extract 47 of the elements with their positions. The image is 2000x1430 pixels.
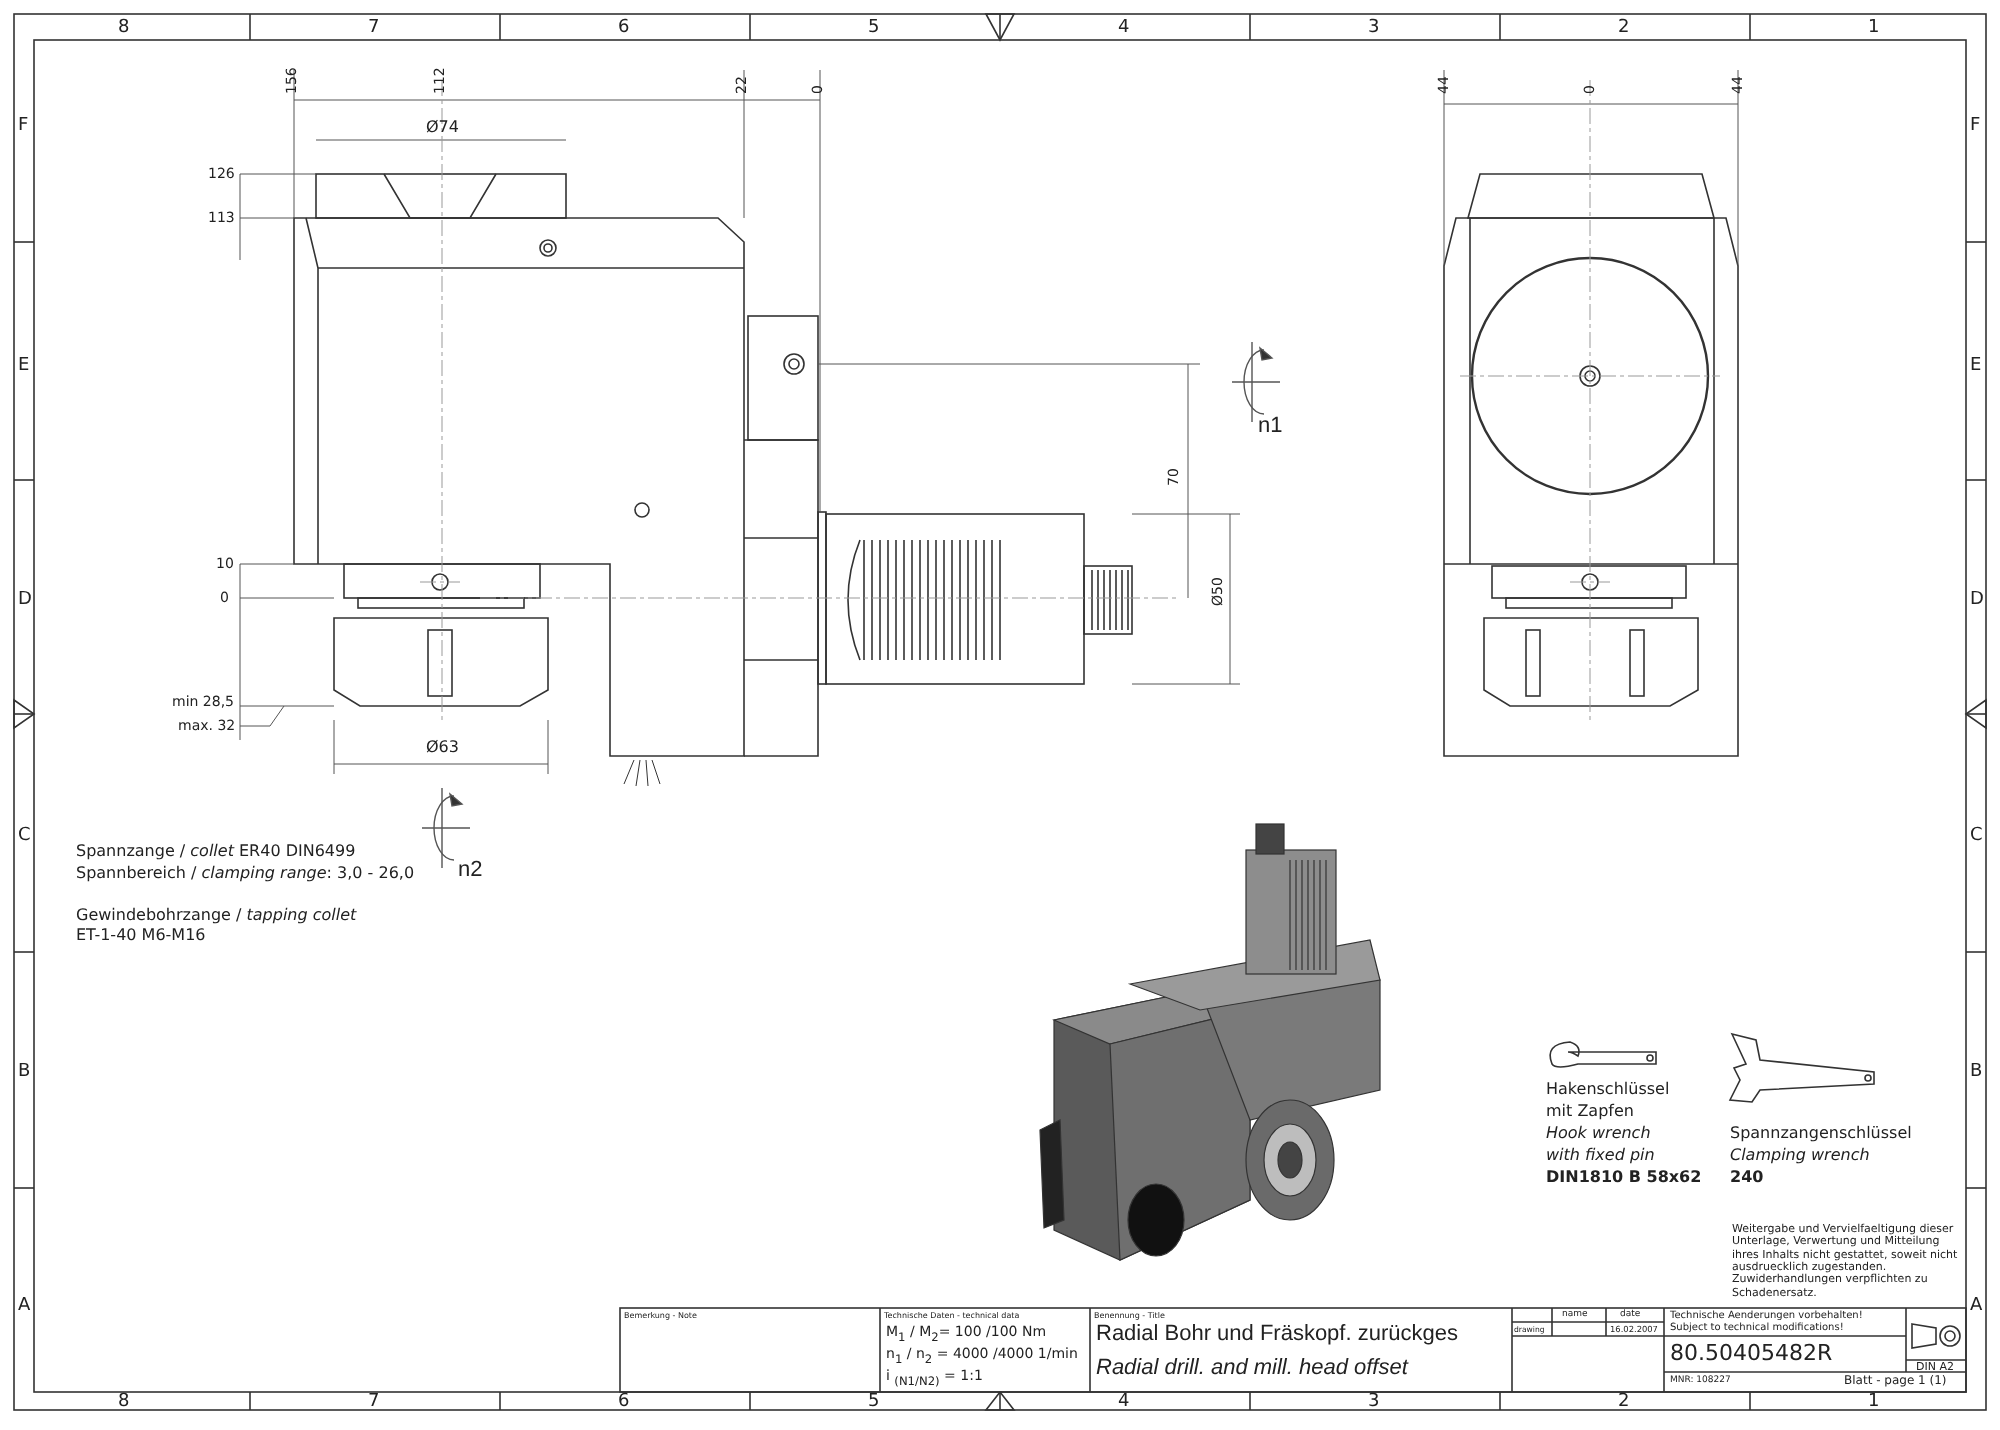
zone-letter: F [1970, 118, 1981, 136]
wrench-name: Clamping wrench [1730, 1148, 1870, 1164]
zone-letter: B [18, 1064, 31, 1082]
speed-label: n2 [458, 860, 483, 882]
zone-number: 7 [368, 1394, 380, 1412]
drawing-title: Radial Bohr und Fräskopf. zurückges [1096, 1324, 1458, 1346]
drawing-title: Radial drill. and mill. head offset [1096, 1358, 1408, 1380]
wrench-name: with fixed pin [1546, 1148, 1655, 1164]
wrench-name: mit Zapfen [1546, 1104, 1634, 1120]
zone-number: 6 [618, 20, 630, 38]
wrench-name: Spannzangenschlüssel [1730, 1126, 1912, 1142]
wrench-spec: DIN1810 B 58x62 [1546, 1170, 1702, 1186]
zone-letter: F [18, 118, 29, 136]
zone-letter: E [1970, 358, 1982, 376]
zone-letter: B [1970, 1064, 1983, 1082]
zone-letter: C [18, 828, 31, 846]
wrench-name: Hakenschlüssel [1546, 1082, 1670, 1098]
note-text: ET-1-40 M6-M16 [76, 928, 206, 944]
zone-number: 2 [1618, 20, 1630, 38]
dimension-value: Ø63 [426, 740, 459, 756]
zone-number: 3 [1368, 20, 1380, 38]
wrench-name: Hook wrench [1546, 1126, 1651, 1142]
zone-number: 5 [868, 20, 880, 38]
zone-number: 5 [868, 1394, 880, 1412]
zone-letter: A [1970, 1298, 1983, 1316]
note-text: Spannbereich / clamping range: 3,0 - 26,0 [76, 866, 415, 882]
zone-number: 3 [1368, 1394, 1380, 1412]
zone-letter: E [18, 358, 30, 376]
zone-number: 2 [1618, 1394, 1630, 1412]
drawing-number: 80.50405482R [1670, 1342, 1833, 1364]
zone-number: 8 [118, 1394, 130, 1412]
zone-number: 4 [1118, 20, 1130, 38]
zone-letter: A [18, 1298, 31, 1316]
zone-letter: D [1970, 592, 1984, 610]
dimension-value: Ø74 [426, 120, 459, 136]
zone-letter: C [1970, 828, 1983, 846]
zone-number: 7 [368, 20, 380, 38]
zone-number: 1 [1868, 1394, 1880, 1412]
zone-number: 6 [618, 1394, 630, 1412]
note-text: Spannzange / collet ER40 DIN6499 [76, 844, 356, 860]
zone-letter: D [18, 592, 32, 610]
note-text: Gewindebohrzange / tapping collet [76, 908, 357, 924]
speed-label: n1 [1258, 416, 1283, 438]
zone-number: 1 [1868, 20, 1880, 38]
zone-number: 8 [118, 20, 130, 38]
zone-number: 4 [1118, 1394, 1130, 1412]
wrench-spec: 240 [1730, 1170, 1764, 1186]
